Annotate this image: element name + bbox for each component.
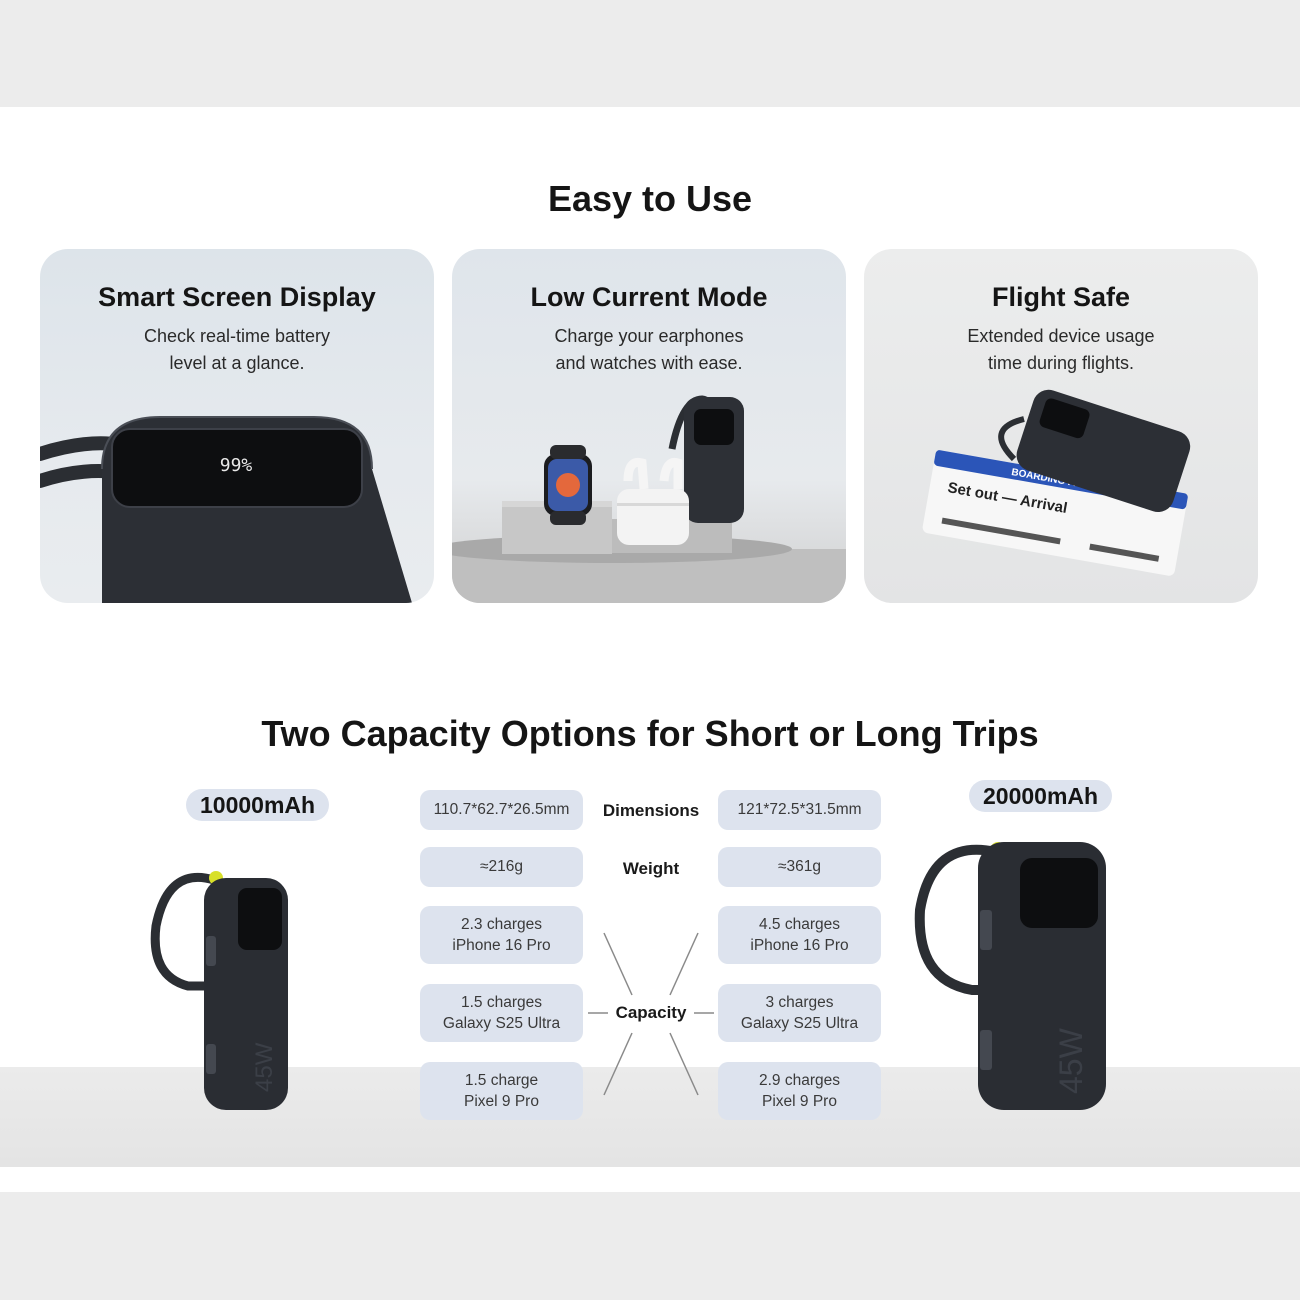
screen-reading-text: 99%: [220, 455, 253, 476]
dimensions-20000: 121*72.5*31.5mm: [718, 790, 881, 830]
top-gray-band: [0, 0, 1300, 107]
power-bank-closeup-image: 99%: [40, 416, 412, 603]
weight-10000: ≈216g: [420, 847, 583, 887]
bottom-gray-band: [0, 1192, 1300, 1300]
weight-label: Weight: [622, 859, 680, 878]
watch-earbuds-scene-image: [452, 395, 846, 603]
feature-card-smart-screen: 99% Smart Screen Display Check real-time…: [40, 249, 434, 603]
feature-card-flight-safe: BOARDING PASS Set out — Arrival Flight S…: [864, 249, 1258, 603]
power-rating-label: 45W: [251, 1042, 278, 1092]
capacity-badge-20000: 20000mAh: [969, 780, 1113, 812]
dimensions-label: Dimensions: [602, 801, 700, 820]
capacity-badge-10000: 10000mAh: [186, 789, 330, 821]
weight-20000: ≈361g: [718, 847, 881, 887]
easy-to-use-heading: Easy to Use: [547, 178, 753, 219]
power-bank-20000-image: 45W: [914, 842, 1106, 1110]
capacity-options-heading: Two Capacity Options for Short or Long T…: [261, 713, 1039, 754]
card-title: Low Current Mode: [530, 282, 768, 312]
capacity-connector-lines: [588, 932, 714, 1096]
dimensions-10000: 110.7*62.7*26.5mm: [420, 790, 583, 830]
power-bank-10000-image: 45W: [150, 871, 288, 1110]
capacity-label: Capacity: [615, 1003, 687, 1022]
card-title: Smart Screen Display: [98, 282, 376, 312]
card-title: Flight Safe: [991, 282, 1130, 312]
power-rating-label: 45W: [1053, 1027, 1089, 1094]
boarding-pass-scene-image: BOARDING PASS Set out — Arrival: [922, 389, 1191, 576]
